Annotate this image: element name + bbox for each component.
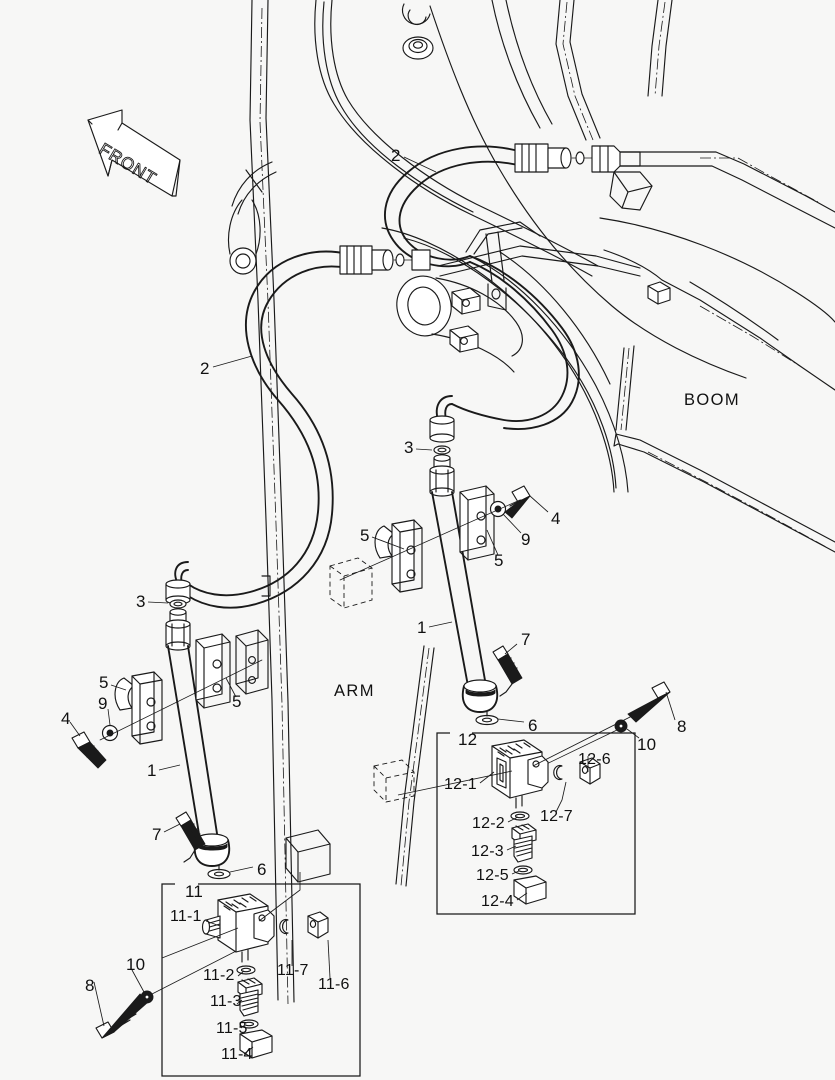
inset-11-part-11-4: 11-4 <box>221 1046 253 1063</box>
front-arrow-glyph: FRONT <box>87 109 181 197</box>
callout-7-left: 7 <box>152 825 162 844</box>
arm-knuckle <box>227 199 261 275</box>
hose-assembly-upper <box>384 143 641 268</box>
callout-5-left-front: 5 <box>99 673 109 692</box>
inset-12-part-12-1: 12-1 <box>444 776 477 793</box>
callout-6-right: 6 <box>528 716 538 735</box>
callout-1-left: 1 <box>147 761 157 780</box>
clamp-hardware-left <box>71 633 263 769</box>
callout-2-top: 2 <box>391 146 401 165</box>
callout-4-right: 4 <box>551 509 561 528</box>
callout-8-right: 8 <box>677 717 687 736</box>
washer-11-2 <box>236 965 256 975</box>
callout-6-left: 6 <box>257 860 267 879</box>
inset-11-part-11-7: 11-7 <box>277 962 309 979</box>
oring-3-left <box>169 599 187 609</box>
hose-end-fitting-middle <box>339 245 431 275</box>
bolt-4-left <box>71 731 107 769</box>
clamp-hardware-right <box>329 485 531 609</box>
washer-9-right <box>489 500 507 518</box>
machine-structure <box>227 0 835 1005</box>
inset-11-title: 11 <box>185 882 204 901</box>
hydraulic-swivel <box>396 275 523 373</box>
seal-6-left <box>207 865 231 880</box>
bolt8-washer10-left <box>95 945 247 1039</box>
inset-11-part-11-5: 11-5 <box>216 1020 248 1037</box>
inset-11-part-11-3: 11-3 <box>210 993 242 1010</box>
washer-12-5 <box>513 865 533 875</box>
seal-6-right <box>475 711 499 726</box>
tube-assembly-right <box>429 395 523 726</box>
callout-9-right: 9 <box>521 530 531 549</box>
callout-leaders <box>69 156 676 1027</box>
bolt-4-right <box>504 485 531 519</box>
region-label-boom: BOOM <box>684 391 741 409</box>
hose-end-fitting-upper <box>514 143 641 173</box>
callout-4-left: 4 <box>61 709 71 728</box>
callout-3-left: 3 <box>136 592 146 611</box>
oring-12-7 <box>553 764 563 781</box>
washer-10-left <box>140 990 154 1004</box>
callout-3-right: 3 <box>404 438 414 457</box>
bolt-7-right <box>492 645 523 697</box>
bolt-8-right <box>627 681 671 723</box>
bolt8-washer10-right <box>504 681 671 785</box>
plug-12-6 <box>579 757 601 785</box>
inset-12-part-12-5: 12-5 <box>476 867 509 884</box>
inset-12-group <box>397 711 641 915</box>
callout-10-left: 10 <box>126 955 146 974</box>
region-label-arm: ARM <box>334 682 375 700</box>
oring-3-right <box>433 445 451 455</box>
inset-12-part-12-2: 12-2 <box>472 815 505 832</box>
inset-12-part-12-4: 12-4 <box>481 893 514 910</box>
inset-12-title: 12 <box>458 730 478 749</box>
fitting-12-3 <box>511 823 537 863</box>
callout-5-left-rear: 5 <box>232 692 242 711</box>
inset-12-part-12-3: 12-3 <box>471 843 504 860</box>
inset-12-part-12-7: 12-7 <box>540 808 573 825</box>
oring-11-7 <box>279 918 289 935</box>
inset-11-part-11-2: 11-2 <box>203 967 235 984</box>
body-cube-fitting <box>647 281 671 305</box>
bolt-8-left <box>95 993 149 1039</box>
valve-block-12-1 <box>491 739 549 809</box>
callout-9-left: 9 <box>98 694 108 713</box>
washer-11-5 <box>239 1019 259 1029</box>
callout-1-right: 1 <box>417 618 427 637</box>
inset-11-group <box>161 872 361 1077</box>
callout-8-left: 8 <box>85 976 95 995</box>
valve-block-11-1 <box>201 893 275 963</box>
inset-11-part-11-6: 11-6 <box>318 976 350 993</box>
callout-7-right: 7 <box>521 630 531 649</box>
callout-5-right-front: 5 <box>360 526 370 545</box>
inset-11-part-11-1: 11-1 <box>170 908 202 925</box>
bolt-7-left <box>175 811 206 863</box>
cap-nut-12-4 <box>513 875 547 905</box>
fitting-11-3 <box>237 977 263 1017</box>
callout-10-right: 10 <box>637 735 657 754</box>
hose-assembly-lower <box>187 245 580 609</box>
callout-2-left: 2 <box>200 359 210 378</box>
callout-5-right-rear: 5 <box>494 551 504 570</box>
plug-11-6 <box>307 911 329 939</box>
tube-assembly-left <box>165 561 231 880</box>
washer-9-left <box>101 724 119 742</box>
inset-12-part-12-6: 12-6 <box>578 751 611 768</box>
boom-boss <box>402 36 434 60</box>
